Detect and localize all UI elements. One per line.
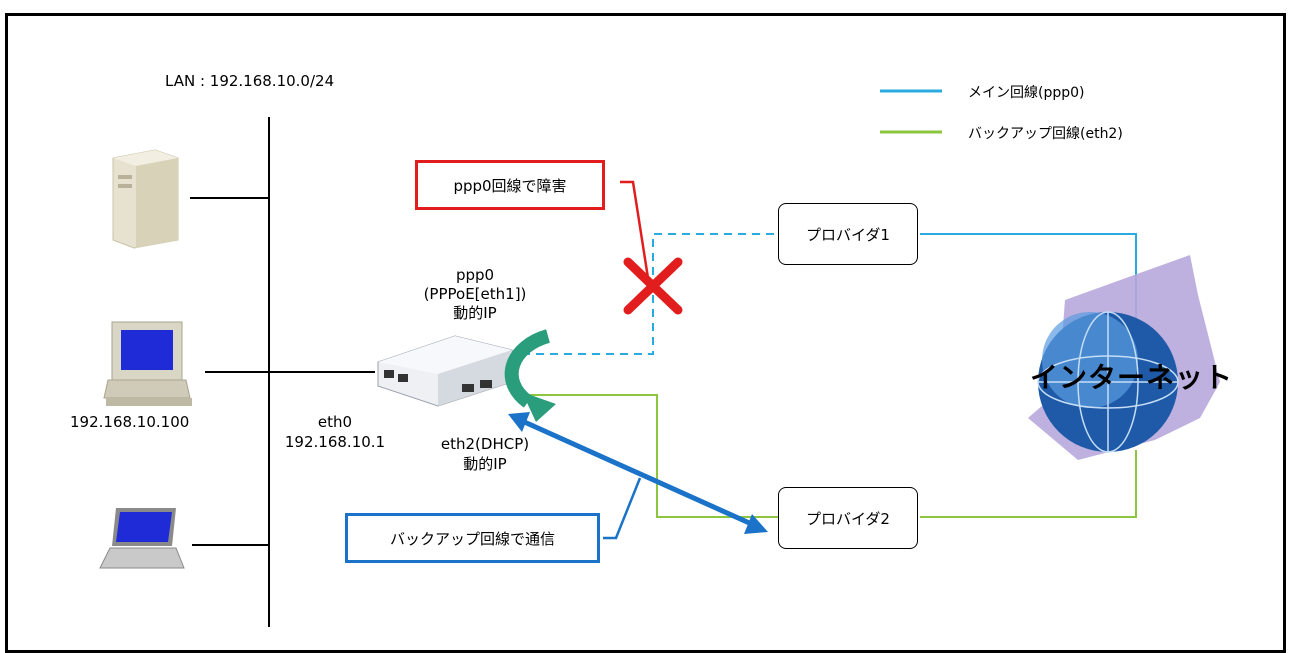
eth0-ip: 192.168.10.1 bbox=[284, 433, 386, 451]
eth0-label: eth0 192.168.10.1 bbox=[265, 412, 405, 452]
pc-ip-label: 192.168.10.100 bbox=[70, 413, 190, 431]
failure-pointer bbox=[620, 180, 650, 279]
router-icon bbox=[377, 335, 513, 407]
eth2-ip: 動的IP bbox=[463, 455, 507, 473]
provider-1-box: プロバイダ1 bbox=[778, 203, 918, 265]
main-line-dashed bbox=[522, 233, 780, 355]
failure-callout: ppp0回線で障害 bbox=[415, 160, 605, 210]
laptop-icon bbox=[99, 508, 185, 569]
backup-comm-arrow bbox=[518, 417, 758, 529]
backup-line-internet bbox=[920, 450, 1137, 518]
legend-backup-label: バックアップ回線(eth2) bbox=[968, 126, 1123, 142]
backup-comm-pointer bbox=[603, 477, 642, 540]
globe-icon bbox=[1028, 255, 1220, 460]
failure-x-icon bbox=[623, 257, 683, 315]
failover-arrow-head bbox=[522, 392, 556, 422]
server-icon bbox=[112, 149, 179, 249]
lan-label: LAN : 192.168.10.0/24 bbox=[165, 72, 335, 90]
eth0-name: eth0 bbox=[317, 413, 353, 431]
ppp0-ip: 動的IP bbox=[453, 304, 497, 322]
backup-comm-callout: バックアップ回線で通信 bbox=[345, 513, 600, 563]
backup-comm-arrow-head-start bbox=[508, 412, 530, 432]
desktop-pc-icon bbox=[103, 321, 192, 406]
provider-2-box: プロバイダ2 bbox=[778, 487, 918, 549]
backup-comm-arrow-head-end bbox=[744, 514, 768, 534]
eth2-label: eth2(DHCP) 動的IP bbox=[430, 434, 540, 474]
failover-arrow bbox=[504, 329, 551, 408]
backup-line bbox=[522, 394, 780, 518]
eth2-name: eth2(DHCP) bbox=[440, 435, 530, 453]
ppp0-name: ppp0 bbox=[455, 266, 495, 284]
ppp0-label: ppp0 (PPPoE[eth1]) 動的IP bbox=[415, 266, 535, 323]
legend-main-label: メイン回線(ppp0) bbox=[968, 85, 1085, 101]
internet-label: インターネット bbox=[1030, 361, 1234, 394]
ppp0-type: (PPPoE[eth1]) bbox=[423, 285, 527, 303]
